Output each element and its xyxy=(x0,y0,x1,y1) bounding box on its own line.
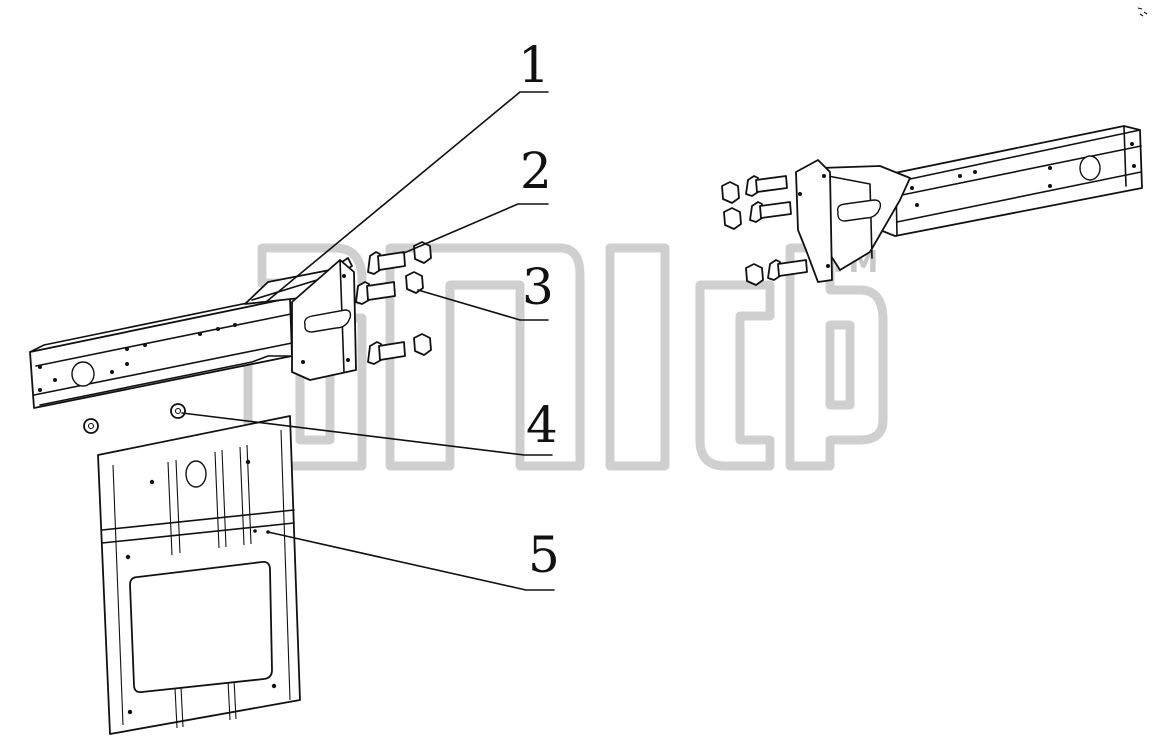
right-mounting-bracket xyxy=(795,159,911,283)
bolt xyxy=(767,259,808,281)
leader-lines xyxy=(181,91,555,591)
callout-labels: 1 2 3 4 5 xyxy=(518,36,560,584)
right-nuts xyxy=(721,181,764,286)
left-nuts xyxy=(405,241,432,356)
callout-4: 4 xyxy=(526,396,558,454)
callout-2: 2 xyxy=(520,142,552,200)
left-bolts xyxy=(355,251,406,365)
bolt xyxy=(745,175,788,197)
washers xyxy=(83,403,186,434)
mud-flap xyxy=(97,415,301,735)
callout-1: 1 xyxy=(518,36,550,94)
bolt xyxy=(749,201,792,223)
left-frame-rail xyxy=(29,292,297,409)
right-frame-rail xyxy=(879,125,1143,237)
corner-mark xyxy=(1137,7,1148,17)
bolt xyxy=(367,341,406,365)
callout-5: 5 xyxy=(528,526,560,584)
bolt xyxy=(355,281,396,305)
bolt xyxy=(367,251,406,275)
right-bolts xyxy=(745,175,808,281)
callout-3: 3 xyxy=(522,258,554,316)
left-mounting-bracket xyxy=(244,257,357,381)
